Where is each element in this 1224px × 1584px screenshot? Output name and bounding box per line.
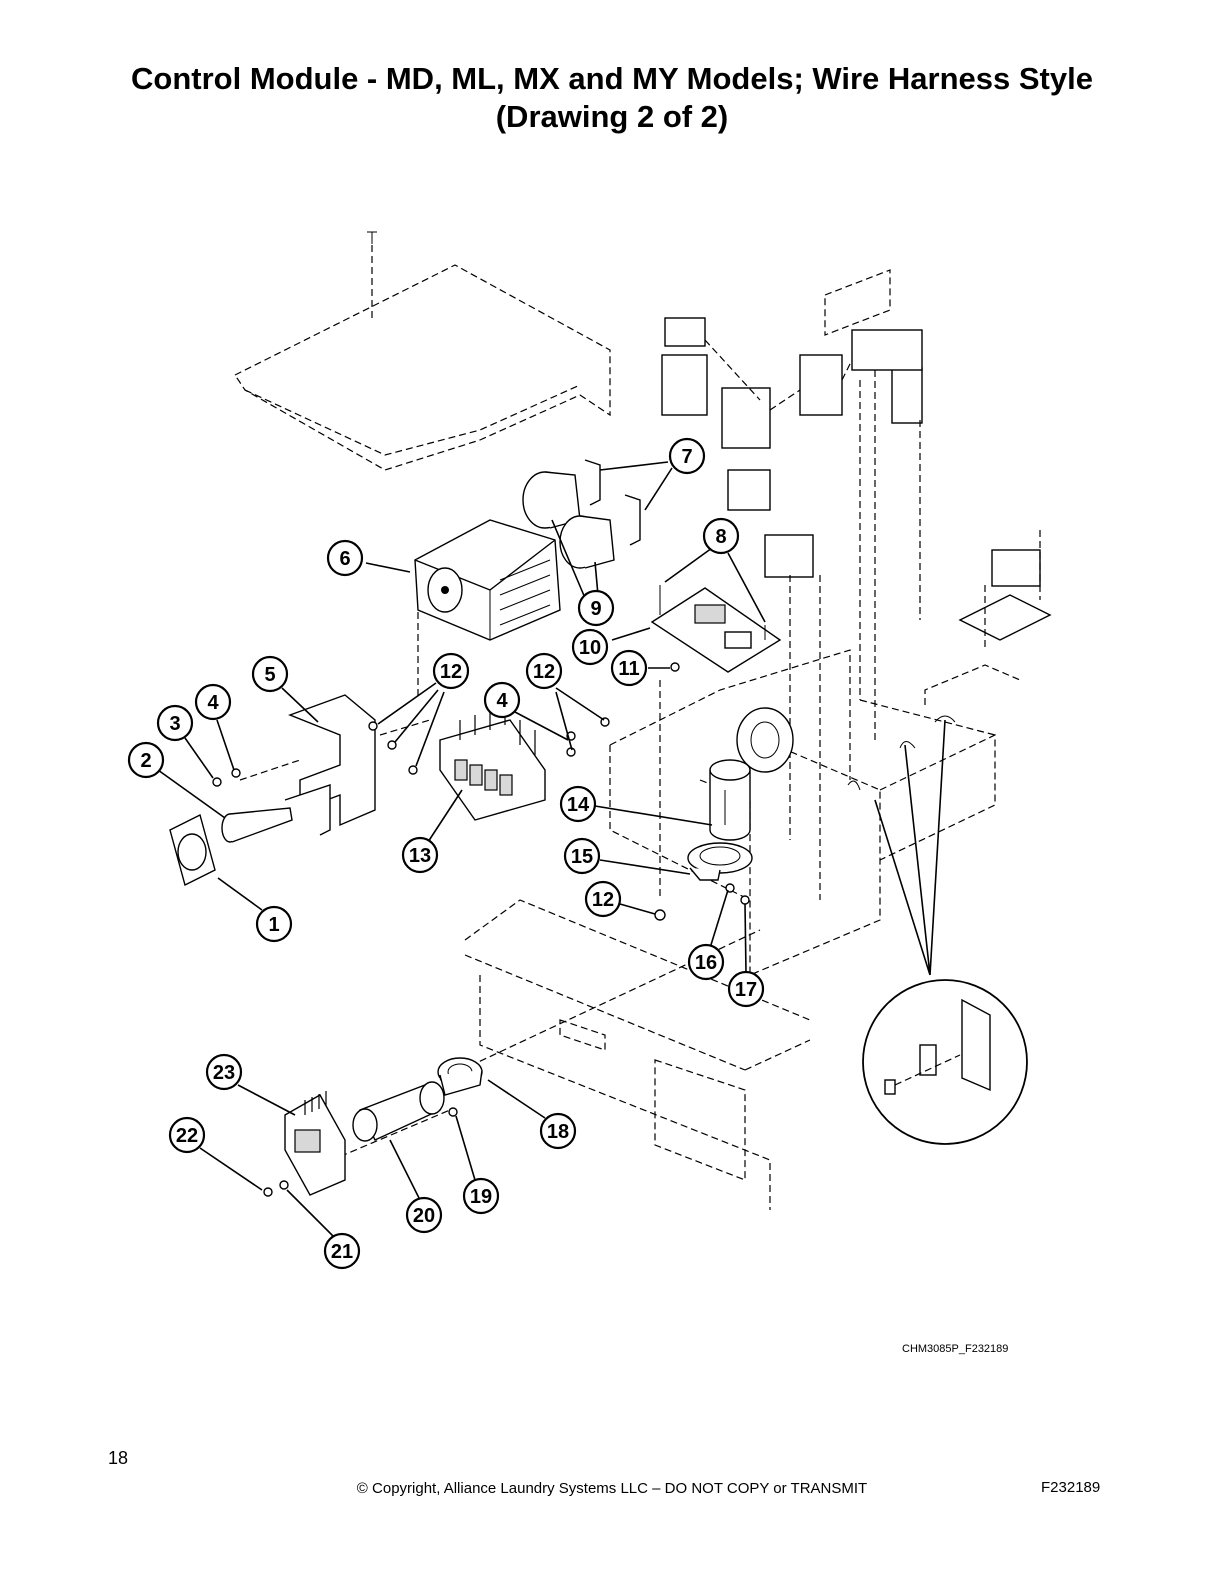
pc-board (650, 585, 782, 673)
callout-22: 22 (168, 1116, 206, 1154)
spring-clips (584, 459, 641, 546)
callout-12-lower-label: 12 (592, 889, 614, 911)
document-code: F232189 (1041, 1479, 1101, 1496)
detail-view-circle (847, 715, 1028, 1145)
callout-4-left-label: 4 (207, 692, 219, 714)
callout-12-left-label: 12 (440, 661, 462, 683)
callout-13-label: 13 (409, 845, 431, 867)
callout-20: 20 (405, 1196, 443, 1234)
page-number: 18 (108, 1448, 129, 1468)
callout-12-lower: 12 (584, 880, 622, 918)
capacitor-clamp (687, 842, 753, 881)
copyright-notice: © Copyright, Alliance Laundry Systems LL… (356, 1480, 868, 1497)
callout-6-label: 6 (339, 548, 350, 570)
callout-14-label: 14 (567, 794, 590, 816)
callout-12-center-label: 12 (533, 661, 555, 683)
transformer-block (764, 534, 821, 900)
title-line-2: (Drawing 2 of 2) (495, 99, 729, 134)
callout-18-label: 18 (547, 1121, 569, 1143)
callout-12-center: 12 (525, 652, 563, 690)
callout-20-label: 20 (413, 1205, 435, 1227)
callout-8: 8 (702, 517, 740, 555)
callout-15-label: 15 (571, 846, 593, 868)
callout-9: 9 (577, 589, 615, 627)
control-knob (169, 813, 216, 887)
callout-1: 1 (255, 905, 293, 943)
callout-18: 18 (539, 1112, 577, 1150)
callout-14: 14 (559, 785, 597, 823)
timer-wheel (736, 707, 794, 773)
callout-10-label: 10 (579, 637, 601, 659)
callout-2: 2 (127, 741, 165, 779)
callout-4-right-label: 4 (496, 690, 508, 712)
callout-21: 21 (323, 1232, 361, 1270)
lower-panel-outline (319, 899, 811, 1210)
callout-19-label: 19 (470, 1186, 492, 1208)
cam-knobs (522, 471, 615, 569)
callout-3: 3 (156, 704, 194, 742)
callout-13: 13 (401, 836, 439, 874)
callout-12-left: 12 (432, 652, 470, 690)
callout-16: 16 (687, 943, 725, 981)
contactor-group (661, 269, 923, 740)
callout-23-label: 23 (213, 1062, 235, 1084)
callout-7: 7 (668, 437, 706, 475)
callout-6: 6 (326, 539, 364, 577)
callout-2-label: 2 (140, 750, 151, 772)
leader-lines (157, 461, 766, 1239)
callout-1-label: 1 (268, 914, 279, 936)
callout-11: 11 (610, 649, 648, 687)
callout-19: 19 (462, 1177, 500, 1215)
callout-16-label: 16 (695, 952, 717, 974)
callout-5-label: 5 (264, 664, 275, 686)
drawing-id: CHM3085P_F232189 (902, 1343, 1009, 1355)
callout-9-label: 9 (590, 598, 601, 620)
transformer (263, 1091, 458, 1197)
chassis-outline (609, 649, 1021, 976)
callout-4-left: 4 (194, 683, 232, 721)
callout-21-label: 21 (331, 1241, 353, 1263)
title-line-1: Control Module - MD, ML, MX and MY Model… (131, 61, 1093, 96)
callout-17-label: 17 (735, 979, 757, 1001)
capacitor-bracket (437, 1057, 483, 1096)
start-capacitor (709, 759, 751, 841)
callout-3-label: 3 (169, 713, 180, 735)
callout-5: 5 (251, 655, 289, 693)
callout-23: 23 (205, 1053, 243, 1091)
callout-17: 17 (727, 970, 765, 1008)
callout-7-label: 7 (681, 446, 692, 468)
callout-15: 15 (563, 837, 601, 875)
control-cover-outline (234, 231, 611, 471)
callout-10: 10 (571, 628, 609, 666)
callout-11-label: 11 (618, 658, 639, 680)
switch-block (439, 705, 546, 821)
callout-8-label: 8 (715, 526, 726, 548)
timer-assembly (414, 519, 561, 700)
callout-22-label: 22 (176, 1125, 198, 1147)
run-capacitor (352, 1081, 445, 1142)
page-title: Control Module - MD, ML, MX and MY Model… (0, 60, 1224, 136)
relay-board (958, 530, 1052, 650)
small-hardware (212, 662, 750, 921)
mounting-bracket (284, 694, 376, 836)
knob-shaft (221, 807, 293, 843)
callout-4-right: 4 (483, 681, 521, 719)
